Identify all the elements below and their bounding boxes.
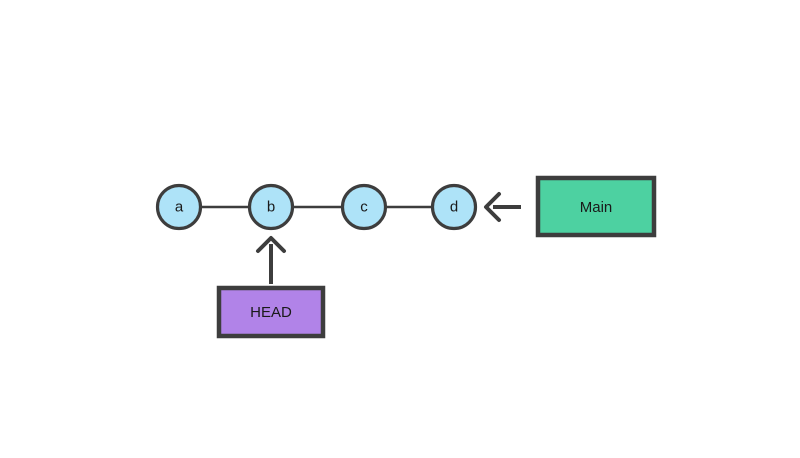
head-to-b-arrow: [256, 236, 286, 284]
commit-label-c: c: [360, 199, 368, 216]
commit-label-d: d: [450, 199, 458, 216]
head-pointer-box[interactable]: HEAD: [216, 285, 326, 339]
commit-label-b: b: [267, 199, 275, 216]
main-branch-box-rect: [535, 175, 657, 238]
main-branch-box-label: Main: [580, 199, 613, 216]
commit-node-b[interactable]: b: [247, 183, 295, 231]
head-pointer-box-label: HEAD: [250, 304, 292, 321]
main-to-d-arrow: [484, 192, 521, 222]
head-pointer-box-rect: [216, 285, 326, 339]
commit-node-c[interactable]: c: [340, 183, 388, 231]
head-arrow-head-icon: [256, 236, 286, 253]
commit-circle-d: [430, 183, 478, 231]
commit-circle-c: [340, 183, 388, 231]
commit-circle-b: [247, 183, 295, 231]
commit-node-a[interactable]: a: [155, 183, 203, 231]
commit-circle-a: [155, 183, 203, 231]
commit-node-d[interactable]: d: [430, 183, 478, 231]
main-arrow-head-icon: [484, 192, 501, 222]
commit-label-a: a: [175, 199, 184, 216]
main-branch-box[interactable]: Main: [535, 175, 657, 238]
